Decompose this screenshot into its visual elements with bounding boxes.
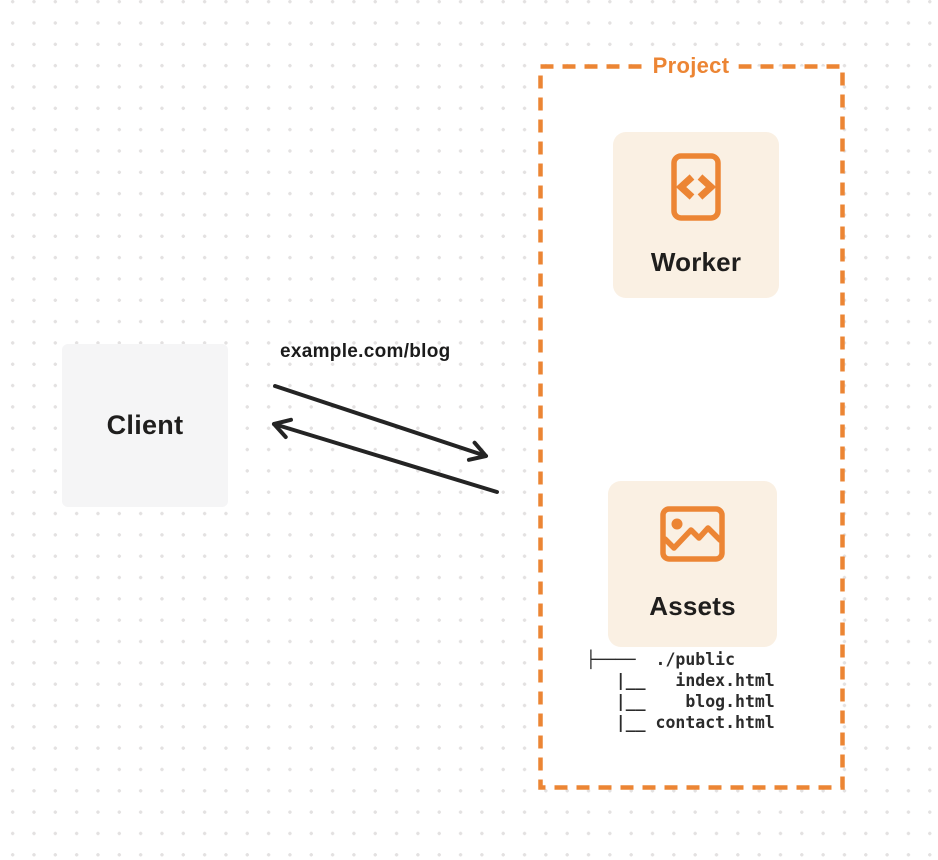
- assets-label: Assets: [649, 591, 736, 621]
- request-url-label: example.com/blog: [280, 341, 451, 362]
- request-arrow: [273, 384, 488, 462]
- project-box-label: Project: [643, 53, 739, 79]
- code-file-icon: [671, 152, 721, 221]
- image-icon: [660, 506, 725, 562]
- worker-card: Worker: [613, 132, 779, 298]
- worker-label: Worker: [650, 246, 742, 277]
- response-arrow: [272, 417, 499, 494]
- assets-file-tree: ├──── ./public |__ index.html |__ blog.h…: [586, 650, 775, 732]
- client-box: Client: [62, 344, 228, 507]
- assets-card: Assets: [608, 481, 777, 647]
- client-label: Client: [106, 410, 184, 440]
